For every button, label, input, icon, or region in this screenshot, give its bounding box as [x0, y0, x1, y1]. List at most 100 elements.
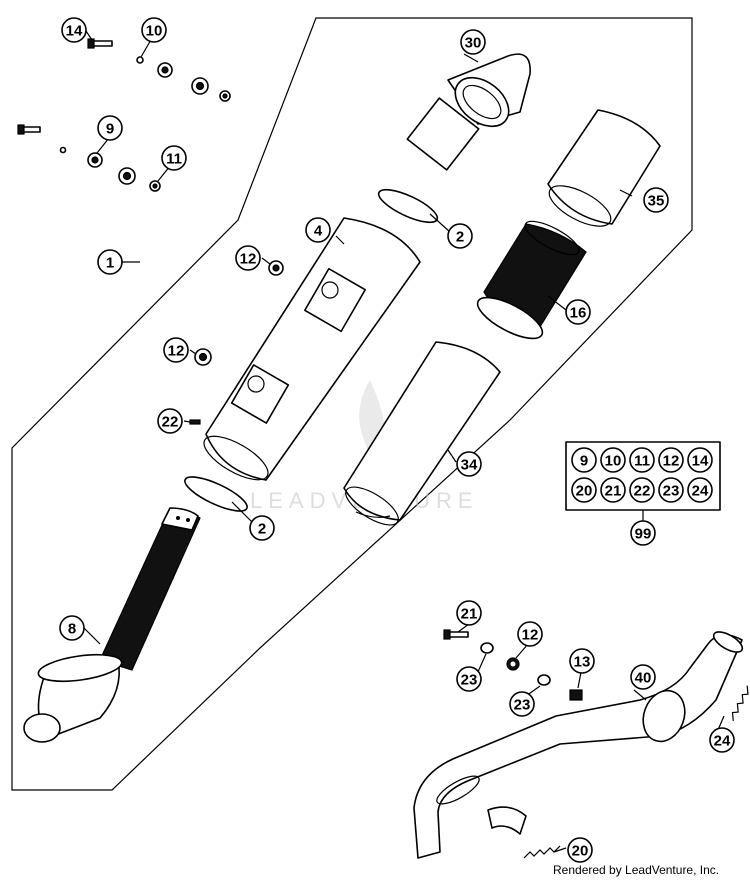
callout-label: 1: [106, 255, 114, 272]
kit-item: 14: [687, 447, 713, 473]
callout-c21: 21: [456, 600, 482, 626]
callout-c16: 16: [565, 299, 591, 325]
callout-label: 12: [168, 343, 185, 360]
callout-c2b: 2: [249, 515, 275, 541]
washer-small-left: [59, 146, 67, 154]
callout-label: 4: [314, 223, 323, 240]
callout-label: 11: [166, 151, 182, 168]
kit-item-label: 23: [663, 483, 680, 500]
callout-c2a: 2: [447, 223, 473, 249]
callout-label: 12: [240, 251, 257, 268]
callout-c10: 10: [141, 17, 167, 43]
spring-24: [731, 685, 749, 722]
washer-23-lower: [537, 674, 551, 686]
callout-c12a: 12: [235, 245, 261, 271]
assembly-outline: [11, 17, 693, 791]
screw-22: [189, 419, 201, 425]
callout-c20: 20: [567, 837, 593, 863]
callout-c23b: 23: [509, 691, 535, 717]
kit-item: 21: [600, 477, 626, 503]
kit-item-label: 9: [580, 453, 588, 470]
callout-label: 13: [574, 654, 591, 671]
callout-c4: 4: [305, 217, 331, 243]
callout-c8: 8: [59, 615, 85, 641]
clip-13: [569, 689, 583, 701]
credit-text: Rendered by LeadVenture, Inc.: [553, 863, 719, 877]
callout-label: 30: [465, 35, 482, 52]
inner-sleeve-34: [343, 341, 501, 526]
callout-c35: 35: [643, 187, 669, 213]
kit-box-99: 9 10 11 12 14 20 21 22 23 24: [565, 441, 721, 511]
callout-c24: 24: [709, 727, 735, 753]
muffler-housing-4: [203, 217, 421, 481]
callout-label: 2: [258, 521, 266, 538]
callout-c99: 99: [630, 520, 656, 546]
callout-c30: 30: [460, 29, 486, 55]
callout-c34: 34: [456, 451, 482, 477]
callout-label: 16: [570, 305, 587, 322]
kit-item: 12: [658, 447, 684, 473]
callout-c9: 9: [97, 115, 123, 141]
callout-label: 40: [635, 670, 652, 687]
callout-c11: 11: [161, 145, 187, 171]
washer-11: [149, 180, 161, 192]
kit-item-label: 21: [605, 483, 622, 500]
callout-label: 99: [635, 526, 652, 543]
nut-top: [191, 77, 209, 95]
callout-c13: 13: [569, 648, 595, 674]
kit-item: 11: [629, 447, 655, 473]
callout-label: 8: [68, 621, 76, 638]
nut-12-lower: [194, 348, 212, 366]
gasket-2-lower: [184, 476, 248, 512]
nut-12-headpipe: [506, 657, 520, 671]
outer-sleeve-35: [547, 109, 661, 227]
callout-label: 10: [146, 23, 163, 40]
bolt-14: [87, 38, 113, 49]
washer-9: [87, 152, 103, 168]
kit-item-label: 14: [692, 453, 709, 470]
gasket-2-top: [377, 188, 439, 224]
perforated-core-8: [23, 507, 201, 743]
callout-c40: 40: [630, 664, 656, 690]
kit-item-label: 10: [605, 453, 622, 470]
kit-item: 22: [629, 477, 655, 503]
callout-label: 12: [522, 627, 539, 644]
callout-c12b: 12: [163, 337, 189, 363]
kit-item-label: 11: [634, 453, 650, 470]
callout-label: 20: [572, 843, 589, 860]
washer-top: [157, 62, 173, 78]
kit-item: 23: [658, 477, 684, 503]
nut-12-upper: [268, 260, 284, 276]
kit-item: 24: [687, 477, 713, 503]
callout-label: 23: [461, 672, 478, 689]
callout-label: 21: [461, 606, 478, 623]
callout-label: 2: [456, 229, 464, 246]
callout-label: 35: [648, 193, 665, 210]
kit-item: 9: [571, 447, 597, 473]
callout-label: 24: [714, 733, 731, 750]
callout-c12c: 12: [517, 621, 543, 647]
kit-item-label: 22: [634, 483, 651, 500]
callout-label: 22: [162, 414, 179, 431]
nut-mid: [118, 167, 136, 185]
callout-c1: 1: [97, 249, 123, 275]
bolt-9: [17, 124, 41, 135]
callout-label: 14: [66, 23, 83, 40]
callout-label: 23: [514, 697, 531, 714]
end-cap-30: [406, 53, 531, 171]
washer-10-small: [136, 56, 144, 64]
callout-label: 9: [106, 121, 114, 138]
kit-item-label: 20: [576, 483, 593, 500]
kit-item-label: 12: [663, 453, 680, 470]
callout-label: 34: [461, 457, 478, 474]
washer-top-2: [219, 90, 231, 102]
kit-item-label: 24: [692, 483, 709, 500]
head-pipe-40: [413, 631, 744, 859]
washer-23-upper: [480, 642, 494, 654]
kit-item: 20: [571, 477, 597, 503]
callout-c14: 14: [61, 17, 87, 43]
spring-20: [523, 845, 561, 859]
bolt-21: [443, 629, 469, 640]
